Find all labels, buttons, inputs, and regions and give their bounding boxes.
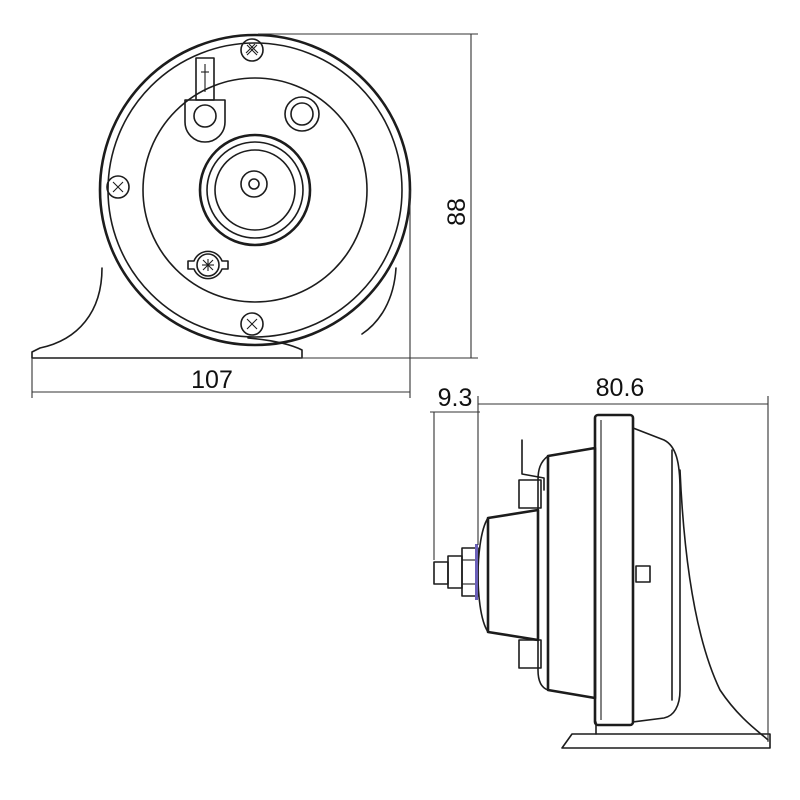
side-terminal-stud (433, 544, 479, 600)
front-port-hole-outer (284, 96, 320, 132)
side-view: 9.3 80.6 (430, 374, 771, 749)
front-mount-right-edge (361, 267, 397, 335)
adjuster-screw-icon (187, 250, 229, 280)
side-mount-foot (561, 733, 771, 749)
front-center-pin (248, 178, 260, 190)
height-dimension (258, 33, 478, 359)
side-terminal-bracket (521, 439, 545, 491)
cross-screw-icon (240, 312, 264, 336)
front-view: 88 107 (31, 33, 478, 398)
offset-dimension-label: 9.3 (438, 384, 473, 412)
cross-screw-icon (240, 38, 264, 62)
front-port-hole-inner (290, 102, 314, 126)
front-center-nut (240, 170, 268, 198)
side-coil-housing (486, 508, 540, 642)
width-dimension-label: 107 (191, 366, 233, 394)
front-mount-bracket (31, 267, 303, 359)
height-dimension-label: 88 (443, 198, 471, 226)
width-dimension (31, 190, 411, 398)
front-inner-rim (107, 42, 403, 338)
depth-dimension (478, 396, 769, 742)
front-boss-outer (198, 133, 312, 247)
offset-dimension (430, 396, 480, 560)
side-rear-housing (546, 446, 597, 700)
front-boss-ring (206, 141, 304, 239)
front-boss-inner (214, 149, 296, 231)
side-bell (632, 427, 681, 723)
depth-dimension-label: 80.6 (596, 374, 645, 402)
front-outer-rim (98, 33, 412, 347)
spade-terminal-icon (184, 57, 226, 143)
cross-screw-icon (106, 175, 130, 199)
front-face-ring (142, 77, 368, 303)
